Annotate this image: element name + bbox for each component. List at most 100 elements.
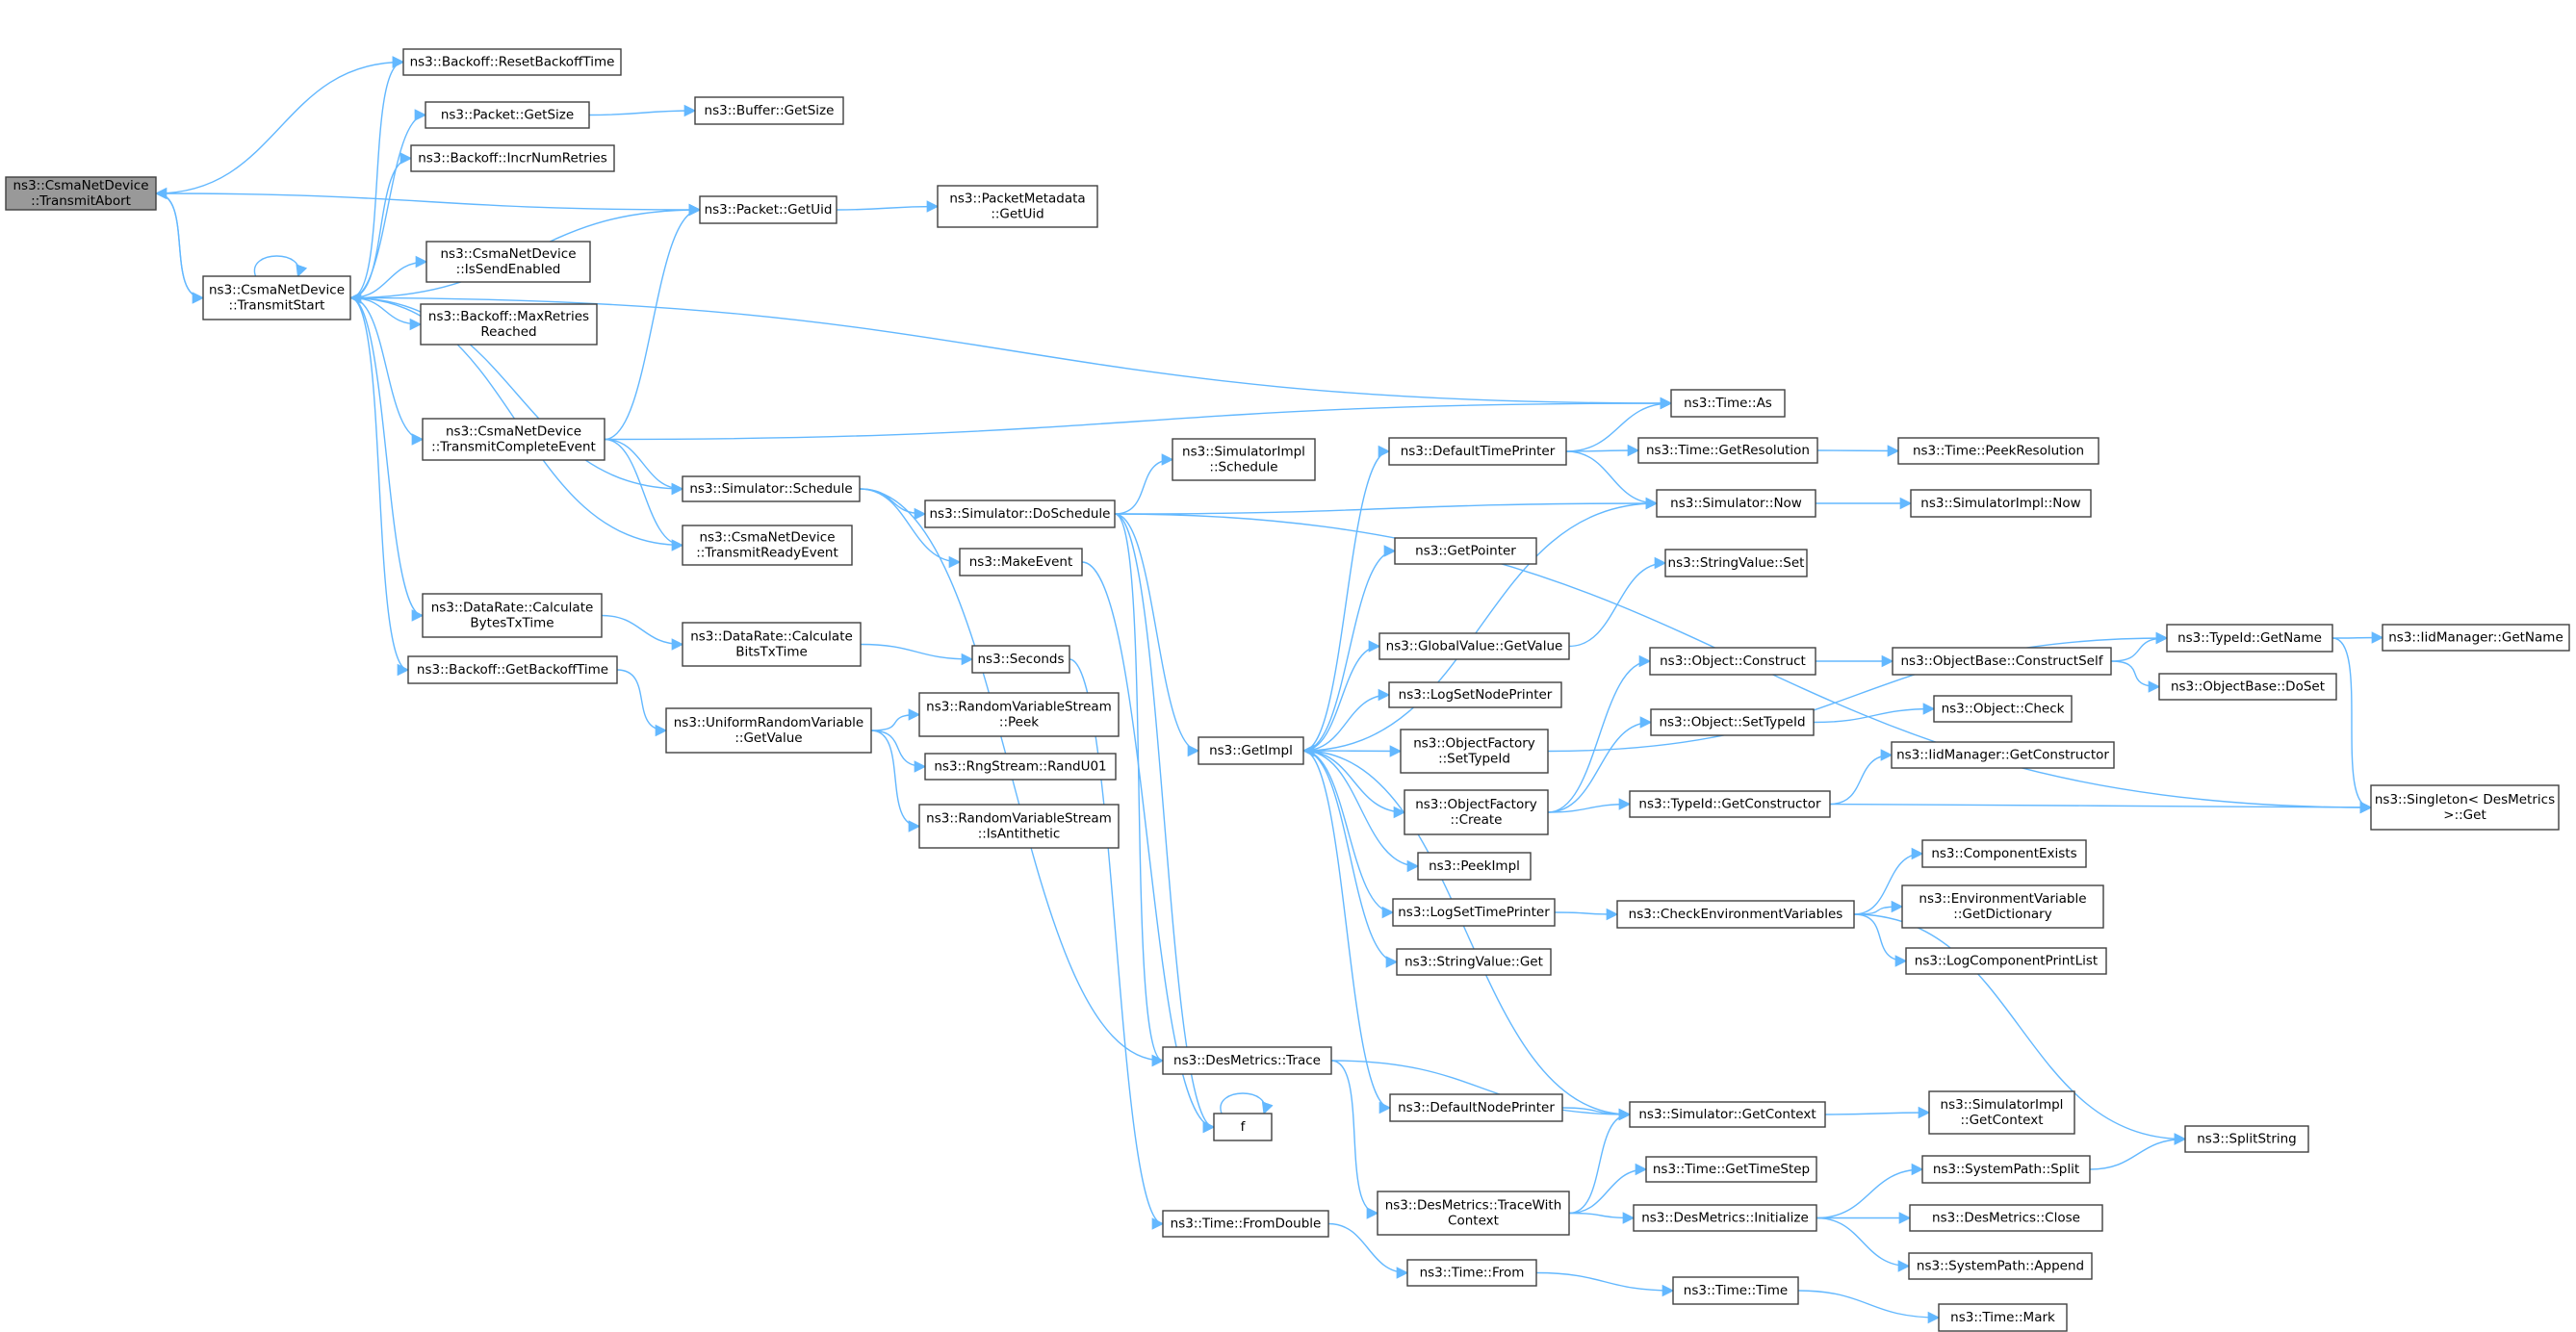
graph-node-iidgetcons[interactable]: ns3::IidManager::GetConstructor (1891, 741, 2115, 769)
node-box[interactable] (2184, 1125, 2309, 1153)
graph-node-dminit[interactable]: ns3::DesMetrics::Initialize (1633, 1204, 1817, 1232)
graph-node-ofsettid[interactable]: ns3::ObjectFactory::SetTypeId (1400, 729, 1549, 774)
node-box[interactable] (1891, 741, 2115, 769)
graph-node-simgetctx[interactable]: ns3::Simulator::GetContext (1629, 1101, 1826, 1128)
graph-node-dnp[interactable]: ns3::DefaultNodePrinter (1389, 1093, 1563, 1122)
node-box[interactable] (682, 525, 853, 566)
node-box[interactable] (1417, 852, 1532, 881)
graph-node-envgetdict[interactable]: ns3::EnvironmentVariable::GetDictionary (1901, 884, 2104, 929)
graph-node-f[interactable]: f (1213, 1113, 1273, 1141)
graph-node-ofcreate[interactable]: ns3::ObjectFactory::Create (1404, 789, 1549, 835)
node-box[interactable] (1650, 708, 1815, 736)
node-box[interactable] (682, 475, 861, 502)
node-box[interactable] (1672, 1276, 1799, 1305)
node-box[interactable] (1162, 1210, 1329, 1238)
node-box[interactable] (2382, 624, 2570, 652)
graph-node-splitstr[interactable]: ns3::SplitString (2184, 1125, 2309, 1153)
graph-node-pmuid[interactable]: ns3::PacketMetadata::GetUid (937, 185, 1098, 228)
node-box[interactable] (1637, 437, 1818, 464)
graph-node-timestep[interactable]: ns3::Time::GetTimeStep (1645, 1156, 1817, 1183)
node-box[interactable] (1172, 438, 1316, 481)
node-box[interactable] (402, 48, 622, 76)
node-box[interactable] (2166, 624, 2333, 653)
graph-node-iidname[interactable]: ns3::IidManager::GetName (2382, 624, 2570, 652)
node-box[interactable] (959, 548, 1083, 576)
graph-node-logcomp[interactable]: ns3::LogComponentPrintList (1905, 947, 2107, 975)
graph-node-compexists[interactable]: ns3::ComponentExists (1921, 839, 2087, 868)
node-box[interactable] (425, 101, 590, 129)
node-box[interactable] (699, 195, 837, 224)
node-box[interactable] (1388, 681, 1562, 708)
graph-node-rvspeek[interactable]: ns3::RandomVariableStream::Peek (918, 692, 1120, 737)
node-box[interactable] (1389, 1093, 1563, 1122)
graph-node-getbackoff[interactable]: ns3::Backoff::GetBackoffTime (407, 655, 618, 684)
graph-node-svget[interactable]: ns3::StringValue::Get (1396, 948, 1552, 976)
node-box[interactable] (1377, 1191, 1570, 1236)
node-box[interactable] (1910, 489, 2092, 518)
node-box[interactable] (1645, 1156, 1817, 1183)
graph-node-incr[interactable]: ns3::Backoff::IncrNumRetries (410, 144, 615, 172)
node-box[interactable] (665, 707, 872, 754)
graph-node-dosched[interactable]: ns3::Simulator::DoSchedule (924, 500, 1116, 528)
graph-node-objsettid[interactable]: ns3::Object::SetTypeId (1650, 708, 1815, 736)
node-box[interactable] (410, 144, 615, 172)
node-box[interactable] (1378, 632, 1570, 660)
graph-node-issend[interactable]: ns3::CsmaNetDevice::IsSendEnabled (425, 241, 591, 283)
node-box[interactable] (1404, 789, 1549, 835)
node-box[interactable] (1162, 1046, 1332, 1075)
node-box[interactable] (1897, 437, 2099, 465)
graph-node-dmtrace[interactable]: ns3::DesMetrics::Trace (1162, 1046, 1332, 1075)
graph-node-root[interactable]: ns3::CsmaNetDevice::TransmitAbort (5, 176, 157, 211)
graph-node-tstart[interactable]: ns3::CsmaNetDevice::TransmitStart (202, 275, 351, 320)
graph-node-obdoset[interactable]: ns3::ObjectBase::DoSet (2158, 673, 2337, 701)
node-box[interactable] (924, 500, 1116, 528)
graph-node-bsize[interactable]: ns3::Buffer::GetSize (694, 96, 844, 125)
graph-node-reset[interactable]: ns3::Backoff::ResetBackoffTime (402, 48, 622, 76)
node-box[interactable] (1905, 947, 2107, 975)
graph-node-mkevent[interactable]: ns3::MakeEvent (959, 548, 1083, 576)
graph-node-getres[interactable]: ns3::Time::GetResolution (1637, 437, 1818, 464)
node-box[interactable] (202, 275, 351, 320)
graph-node-lsnp[interactable]: ns3::LogSetNodePrinter (1388, 681, 1562, 708)
node-box[interactable] (682, 622, 862, 667)
graph-node-dmclose[interactable]: ns3::DesMetrics::Close (1909, 1204, 2103, 1232)
node-box[interactable] (1629, 1101, 1826, 1128)
graph-node-checkenv[interactable]: ns3::CheckEnvironmentVariables (1616, 900, 1855, 929)
node-box[interactable] (1394, 537, 1537, 565)
node-box[interactable] (1198, 736, 1304, 765)
graph-node-dtp[interactable]: ns3::DefaultTimePrinter (1388, 437, 1567, 466)
node-box[interactable] (1649, 647, 1816, 676)
graph-node-peekres[interactable]: ns3::Time::PeekResolution (1897, 437, 2099, 465)
graph-node-rvsanti[interactable]: ns3::RandomVariableStream::IsAntithetic (918, 804, 1120, 849)
graph-node-tidgetcons[interactable]: ns3::TypeId::GetConstructor (1629, 790, 1831, 818)
node-box[interactable] (5, 176, 157, 211)
node-box[interactable] (1921, 839, 2087, 868)
graph-node-simimplnow[interactable]: ns3::SimulatorImpl::Now (1910, 489, 2092, 518)
graph-node-tidname[interactable]: ns3::TypeId::GetName (2166, 624, 2333, 653)
node-box[interactable] (937, 185, 1098, 228)
node-box[interactable] (422, 593, 603, 638)
node-box[interactable] (1388, 437, 1567, 466)
node-box[interactable] (1938, 1303, 2068, 1332)
graph-node-simnow[interactable]: ns3::Simulator::Now (1656, 489, 1816, 518)
graph-node-spappend[interactable]: ns3::SystemPath::Append (1908, 1252, 2093, 1280)
graph-node-timefrom[interactable]: ns3::Time::From (1406, 1259, 1537, 1287)
graph-node-getimpl[interactable]: ns3::GetImpl (1198, 736, 1304, 765)
graph-node-fromdouble[interactable]: ns3::Time::FromDouble (1162, 1210, 1329, 1238)
graph-node-psize[interactable]: ns3::Packet::GetSize (425, 101, 590, 129)
graph-node-svset[interactable]: ns3::StringValue::Set (1664, 549, 1808, 577)
graph-node-tce[interactable]: ns3::CsmaNetDevice::TransmitCompleteEven… (422, 418, 605, 461)
node-box[interactable] (1392, 898, 1556, 927)
node-box[interactable] (1396, 948, 1552, 976)
node-box[interactable] (1213, 1113, 1273, 1141)
node-box[interactable] (1664, 549, 1808, 577)
graph-node-spsplit[interactable]: ns3::SystemPath::Split (1921, 1155, 2091, 1184)
node-box[interactable] (1901, 884, 2104, 929)
node-box[interactable] (1670, 389, 1786, 418)
node-box[interactable] (1406, 1259, 1537, 1287)
node-box[interactable] (1933, 695, 2073, 723)
graph-node-seconds[interactable]: ns3::Seconds (971, 645, 1070, 674)
